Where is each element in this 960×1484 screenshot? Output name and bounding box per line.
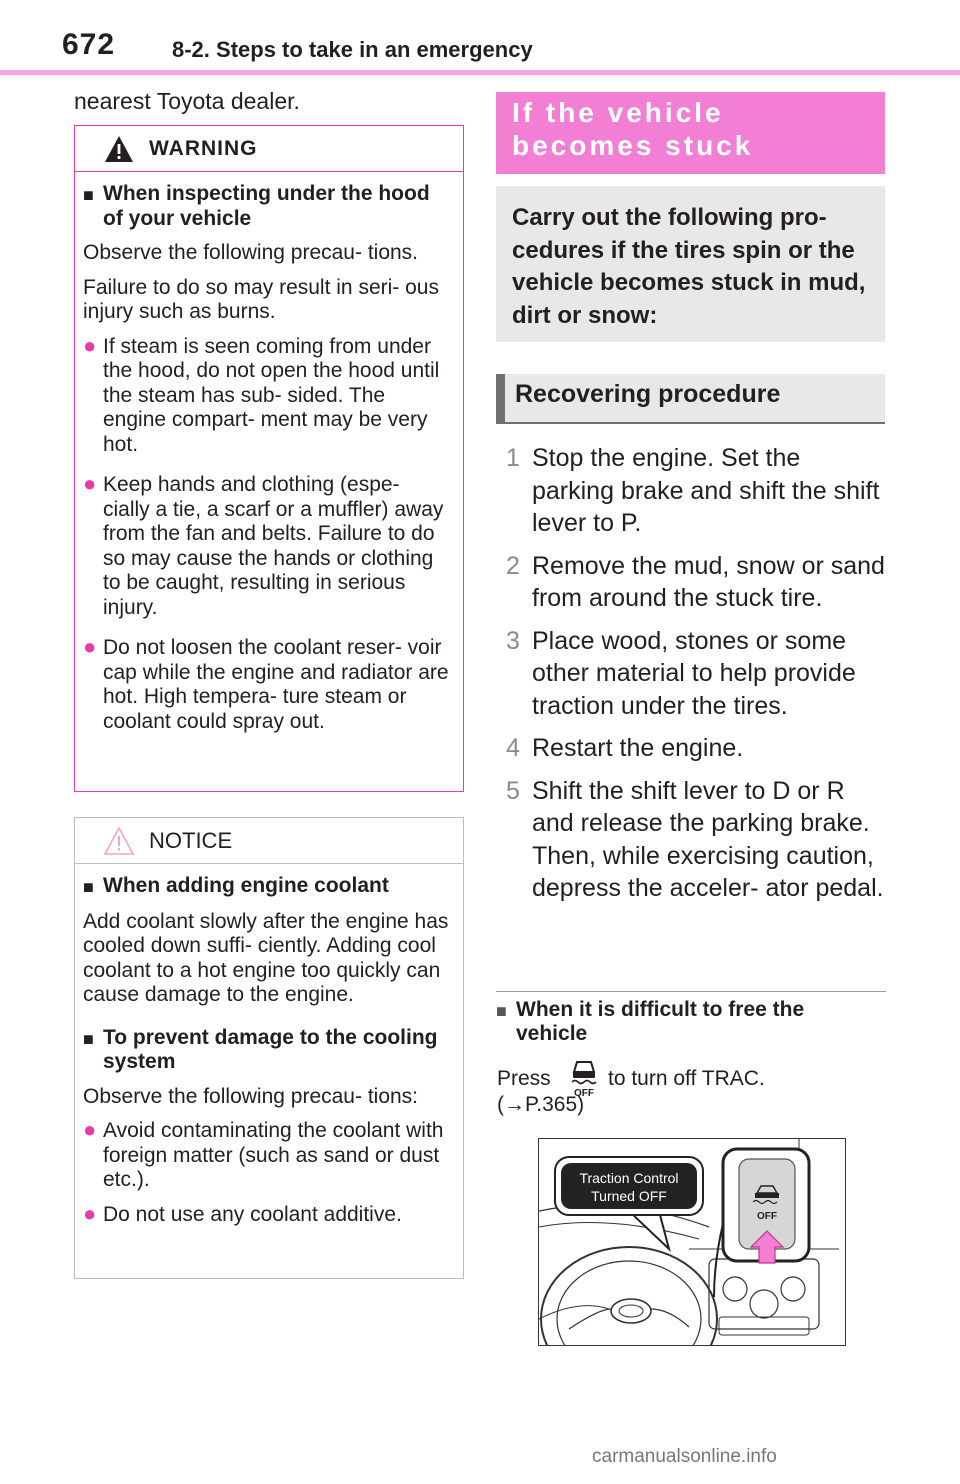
warning-bullet-2: ● Keep hands and clothing (espe- cially … xyxy=(83,471,444,619)
intro-box: Carry out the following pro- cedures if … xyxy=(496,186,885,342)
square-bullet-icon: ■ xyxy=(83,185,94,205)
warning-bullet-1: ● If steam is seen coming from under the… xyxy=(83,332,440,456)
circle-bullet-icon: ● xyxy=(83,634,97,659)
svg-text:Turned OFF: Turned OFF xyxy=(591,1188,667,1204)
caution-triangle-icon xyxy=(103,825,135,855)
step-number: 1 xyxy=(506,444,520,472)
notice-bullet-2: ● Do not use any coolant additive. xyxy=(83,1200,402,1226)
dashboard-drawing: OFF Traction Control Turned OFF xyxy=(539,1139,839,1345)
notice-para-2: Observe the following precau- tions: xyxy=(83,1084,419,1108)
svg-text:OFF: OFF xyxy=(574,1088,594,1098)
procedure-steps: 1 Stop the engine. Set the parking brake… xyxy=(496,432,886,905)
step-item: 1 Stop the engine. Set the parking brake… xyxy=(496,442,886,540)
trac-off-icon: OFF xyxy=(571,1061,597,1098)
step-number: 2 xyxy=(506,551,520,580)
page-reference[interactable]: (→P.365) xyxy=(497,1093,585,1116)
warning-para-2: Failure to do so may result in seri- ous… xyxy=(83,275,439,324)
procedure-heading: Recovering procedure xyxy=(496,374,885,424)
warning-para-1: Observe the following precau- tions. xyxy=(83,241,419,264)
step-number: 4 xyxy=(506,734,520,762)
step-text: Restart the engine. xyxy=(532,734,744,762)
section-title: 8-2. Steps to take in an emergency xyxy=(172,37,533,62)
lead-text: nearest Toyota dealer. xyxy=(74,88,300,114)
circle-bullet-icon: ● xyxy=(83,1200,97,1226)
step-item: 5 Shift the shift lever to D or R and re… xyxy=(496,775,886,905)
circle-bullet-icon: ● xyxy=(83,332,97,358)
subsection-rule xyxy=(496,991,886,992)
notice-header: NOTICE xyxy=(75,818,463,864)
step-item: 3 Place wood, stones or some other mater… xyxy=(496,625,886,723)
notice-para-1: Add coolant slowly after the engine has … xyxy=(83,909,449,1007)
step-number: 3 xyxy=(506,626,520,655)
press-prefix: Press xyxy=(497,1067,551,1090)
circle-bullet-icon: ● xyxy=(83,1117,97,1142)
section-banner: If the vehicle becomes stuck xyxy=(496,92,885,174)
step-item: 4 Restart the engine. xyxy=(496,732,886,765)
step-text: Remove the mud, snow or sand from around… xyxy=(532,551,885,613)
step-item: 2 Remove the mud, snow or sand from arou… xyxy=(496,550,886,615)
circle-bullet-icon: ● xyxy=(83,471,97,496)
press-suffix: to turn off TRAC. xyxy=(608,1067,765,1090)
svg-text:OFF: OFF xyxy=(757,1211,777,1222)
svg-text:Traction Control: Traction Control xyxy=(579,1170,678,1186)
warning-bullet-3: ● Do not loosen the coolant reser- voir … xyxy=(83,634,449,733)
warning-heading: ■ When inspecting under the hood of your… xyxy=(83,182,430,230)
dashboard-illustration: OFF Traction Control Turned OFF xyxy=(538,1138,846,1346)
notice-label: NOTICE xyxy=(149,827,233,853)
square-bullet-icon: ■ xyxy=(496,1001,507,1021)
notice-heading-2: ■ To prevent damage to the cooling syste… xyxy=(83,1025,438,1074)
square-bullet-icon: ■ xyxy=(83,877,94,897)
header-rule xyxy=(0,70,960,75)
subsection-heading: ■ When it is difficult to free the vehic… xyxy=(496,998,805,1045)
square-bullet-icon: ■ xyxy=(83,1028,94,1049)
notice-heading-1: ■ When adding engine coolant xyxy=(83,874,449,900)
warning-triangle-icon xyxy=(105,135,133,162)
watermark: carmanualsonline.info xyxy=(592,1446,777,1467)
notice-box: NOTICE ■ When adding engine coolant Add … xyxy=(74,817,464,1279)
step-text: Shift the shift lever to D or R and rele… xyxy=(532,776,884,903)
warning-header: WARNING xyxy=(75,126,463,172)
page-number: 672 xyxy=(62,28,116,61)
warning-box: WARNING ■ When inspecting under the hood… xyxy=(74,125,464,792)
step-text: Place wood, stones or some other materia… xyxy=(532,626,856,720)
step-text: Stop the engine. Set the parking brake a… xyxy=(532,444,880,537)
step-number: 5 xyxy=(506,776,520,805)
warning-label: WARNING xyxy=(149,136,258,160)
notice-bullet-1: ● Avoid contaminating the coolant with f… xyxy=(83,1117,444,1191)
